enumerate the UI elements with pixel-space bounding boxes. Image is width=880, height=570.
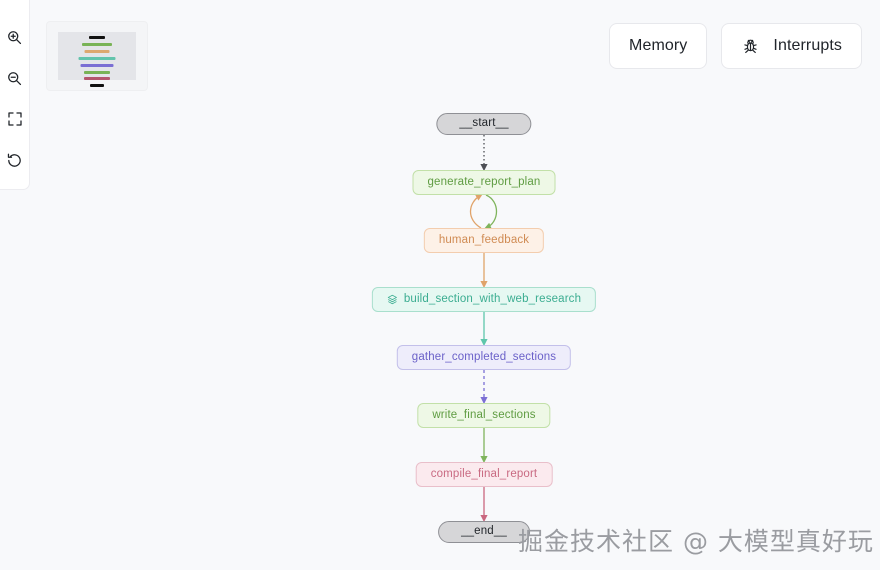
minimap-node-bar [80,64,114,67]
bug-icon [741,37,760,56]
memory-button[interactable]: Memory [609,23,708,69]
zoom-out-icon[interactable] [3,66,27,90]
graph-node-label: __start__ [459,117,509,130]
view-controls-toolbar [0,0,30,190]
graph-node-label: gather_completed_sections [411,350,557,363]
graph-node-label: build_section_with_web_research [403,292,582,305]
graph-node-write[interactable]: write_final_sections [417,403,551,428]
header-actions: Memory Interrupts [609,23,862,69]
minimap-node-bar [84,50,110,53]
minimap-node-bar [89,36,105,39]
graph-node-compile[interactable]: compile_final_report [415,462,553,487]
graph-node-human[interactable]: human_feedback [423,228,545,253]
graph-edge-plan-to-human [484,194,498,230]
layers-icon [387,294,398,305]
minimap-node-bar [78,57,116,60]
minimap-node-bar [84,77,110,80]
graph-node-label: generate_report_plan [427,175,541,188]
minimap[interactable] [47,22,147,90]
zoom-in-icon[interactable] [3,25,27,49]
minimap-viewport [58,32,136,87]
minimap-node-bar [90,84,104,87]
minimap-node-bar [82,43,112,46]
graph-node-plan[interactable]: generate_report_plan [412,170,556,195]
graph-edge-human-to-plan [469,193,483,229]
graph-node-label: write_final_sections [432,408,536,421]
reset-icon[interactable] [3,148,27,172]
graph-node-start[interactable]: __start__ [436,113,532,135]
minimap-node-bar [84,71,110,74]
graph-node-build[interactable]: build_section_with_web_research [371,287,597,312]
graph-node-end[interactable]: __end__ [438,521,530,543]
interrupts-button[interactable]: Interrupts [721,23,862,69]
memory-button-label: Memory [629,37,688,54]
fit-view-icon[interactable] [3,107,27,131]
graph-node-label: __end__ [461,525,507,538]
graph-node-label: human_feedback [438,233,530,246]
interrupts-button-label: Interrupts [773,37,842,54]
graph-node-gather[interactable]: gather_completed_sections [396,345,572,370]
graph-node-label: compile_final_report [430,467,538,480]
